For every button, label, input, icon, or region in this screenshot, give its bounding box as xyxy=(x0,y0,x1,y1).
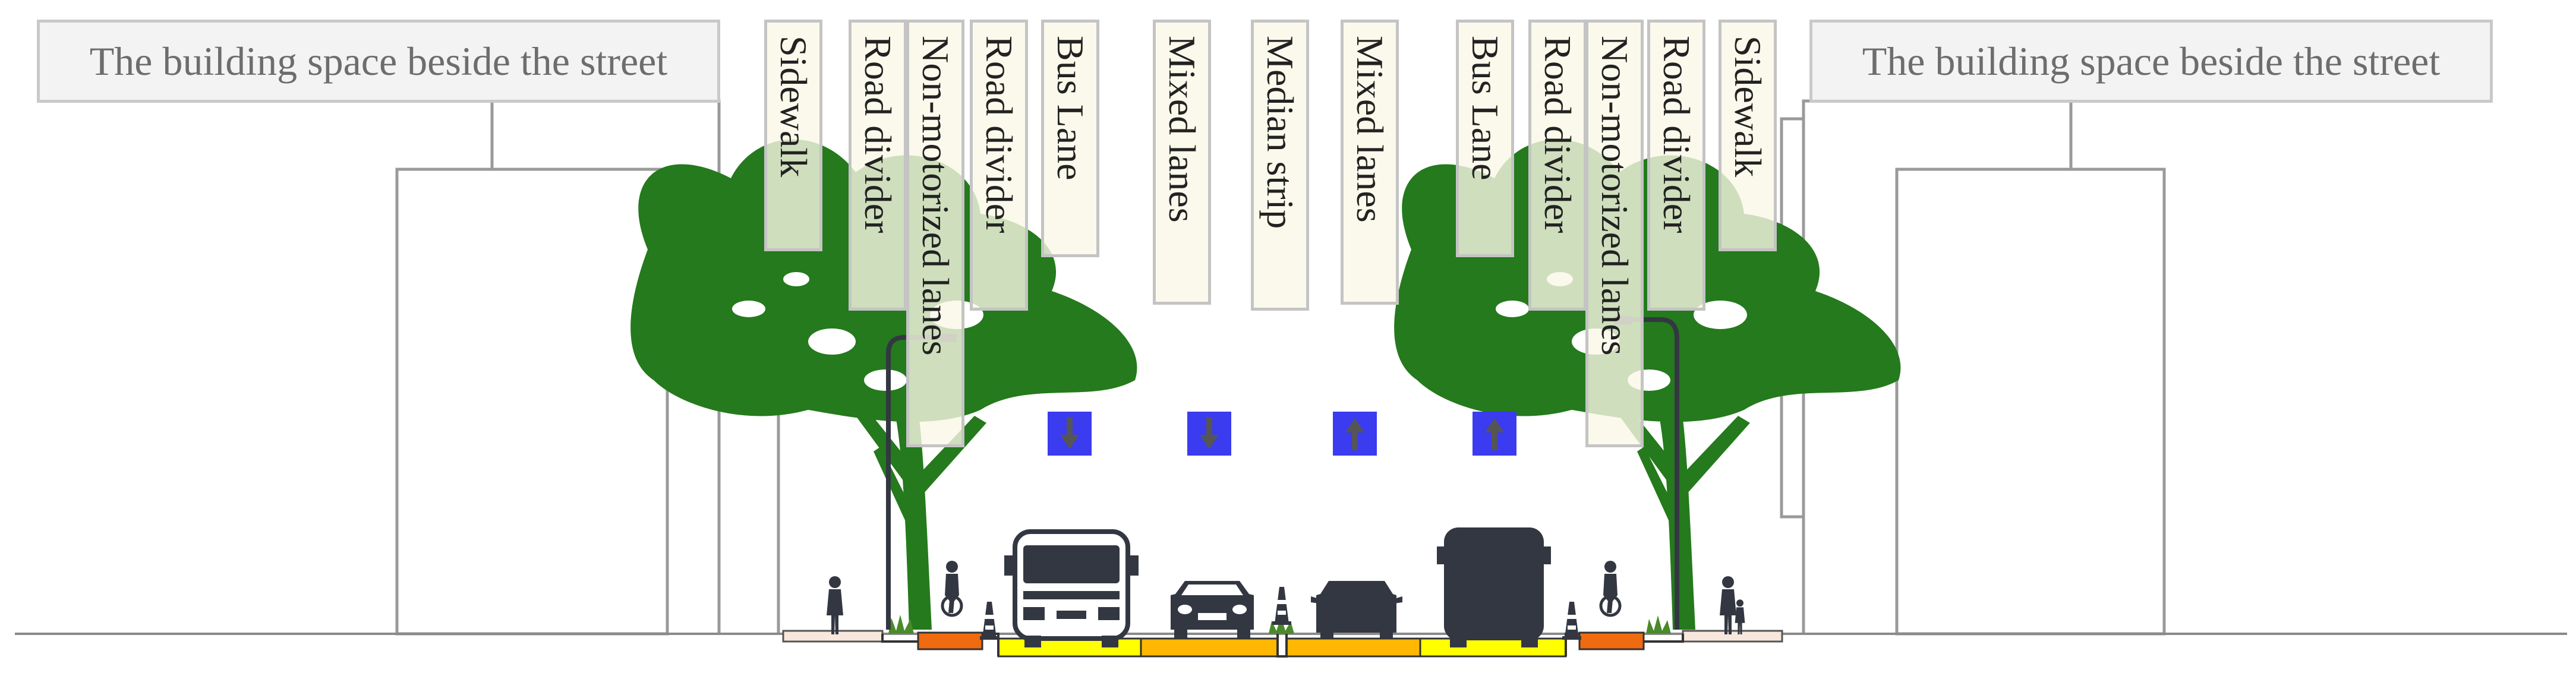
lane-direction-1 xyxy=(1048,412,1092,456)
lane-direction-2 xyxy=(1187,412,1231,456)
bus-lane-left xyxy=(997,637,1142,658)
sidewalk-right xyxy=(1682,630,1783,643)
street-lamp-right xyxy=(1628,317,1679,630)
road-surface xyxy=(782,630,1783,658)
zone-label-road-divider-3: Road divider xyxy=(1528,20,1587,311)
zone-label-sidewalk-right: Sidewalk xyxy=(1719,20,1777,251)
down-arrow-icon xyxy=(1200,417,1219,449)
zone-label-mixed-lanes-right: Mixed lanes xyxy=(1341,20,1399,305)
cyclist-right xyxy=(1601,561,1620,615)
lane-direction-3 xyxy=(1333,412,1377,456)
zone-label-road-divider-1: Road divider xyxy=(849,20,907,311)
mixed-lane-left xyxy=(1140,637,1279,658)
street-lamp-left xyxy=(886,335,942,630)
pedestrian-right xyxy=(1720,576,1736,634)
zone-label-bus-lane-left: Bus Lane xyxy=(1041,20,1099,257)
zone-label-non-motorized-right: Non-motorized lanes xyxy=(1585,20,1644,447)
pedestrian-left xyxy=(827,576,843,634)
bus-lane-right xyxy=(1419,637,1567,658)
bus-left xyxy=(1004,529,1139,647)
cyclist-left xyxy=(942,561,961,615)
pedestrian-child xyxy=(1735,599,1745,634)
up-arrow-icon xyxy=(1345,418,1364,450)
zone-label-non-motorized-left: Non-motorized lanes xyxy=(906,20,964,447)
zone-label-median-strip: Median strip xyxy=(1251,20,1309,311)
car-left xyxy=(1171,581,1254,638)
up-arrow-icon xyxy=(1485,418,1504,450)
cone-2 xyxy=(1272,587,1291,625)
lane-direction-4 xyxy=(1473,412,1516,456)
zone-label-road-divider-4: Road divider xyxy=(1647,20,1705,311)
zone-label-mixed-lanes-left: Mixed lanes xyxy=(1153,20,1211,305)
car-right xyxy=(1311,581,1402,638)
zone-label-road-divider-2: Road divider xyxy=(970,20,1028,311)
down-arrow-icon xyxy=(1060,417,1079,449)
building-space-label-left: The building space beside the street xyxy=(37,20,720,103)
building-space-label-right: The building space beside the street xyxy=(1809,20,2493,103)
bike-lane-right xyxy=(1578,631,1645,650)
grass-tufts xyxy=(888,615,1671,634)
bus-right xyxy=(1437,527,1551,647)
zone-label-bus-lane-right: Bus Lane xyxy=(1456,20,1514,257)
mixed-lane-right xyxy=(1285,637,1421,658)
zone-label-sidewalk-left: Sidewalk xyxy=(764,20,822,251)
bike-lane-left xyxy=(917,631,983,650)
